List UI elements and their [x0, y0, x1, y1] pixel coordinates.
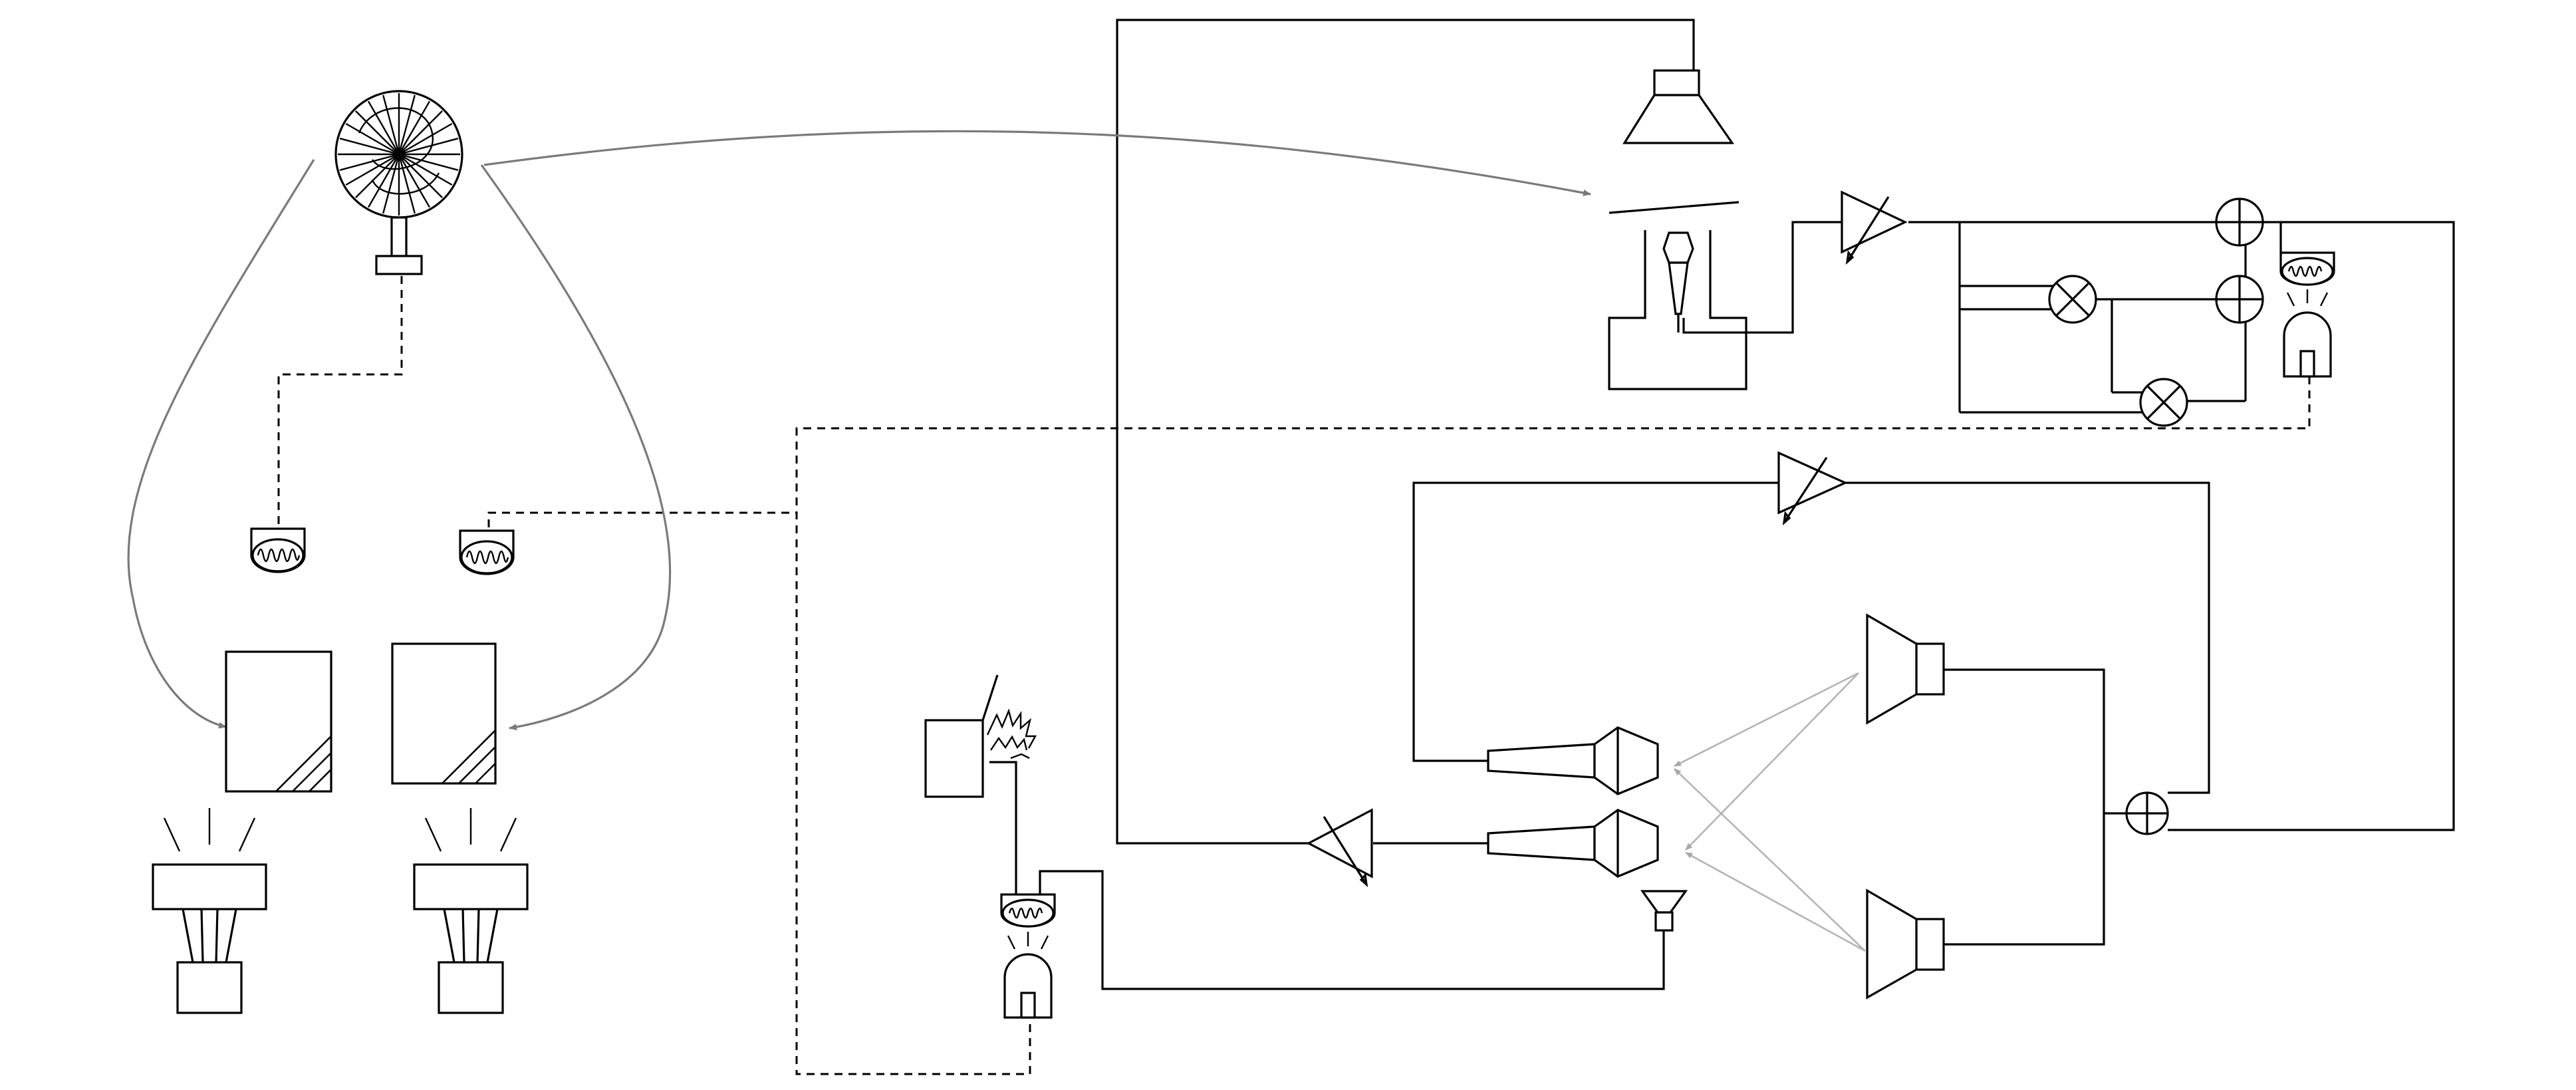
- fan-blades: [338, 93, 460, 215]
- multiplier-icon: [2048, 275, 2097, 324]
- fan-blade: [398, 154, 431, 208]
- fan-blade: [367, 100, 400, 155]
- fan-blade: [355, 110, 400, 155]
- lamp-right: [413, 808, 529, 1014]
- speaker-lower: [1866, 888, 1945, 1000]
- fan-blade: [382, 154, 400, 214]
- dash-sensor-to-network: [487, 511, 797, 527]
- panel-right: [391, 642, 497, 785]
- floodlight-icon: [152, 808, 267, 1014]
- horn-microphone-icon: [1487, 726, 1659, 795]
- buzzer-icon: [1640, 890, 1688, 932]
- wire-amp-to-ceiling-speaker: [1116, 19, 1695, 845]
- wire-spark-to-beacon: [989, 761, 1017, 894]
- mixer-network: [1958, 200, 2247, 414]
- horn-mic-lower: [1487, 809, 1659, 878]
- fan-blade: [398, 154, 416, 214]
- fan-blade: [339, 153, 400, 171]
- summing-junction-icon: [2125, 791, 2169, 835]
- wire-summer-to-right-rail: [2168, 221, 2455, 831]
- horn-mic-upper: [1487, 726, 1659, 795]
- beacon-bottom: [1000, 893, 1056, 1019]
- warning-beacon-icon: [2279, 251, 2335, 378]
- fan-blade: [398, 122, 453, 156]
- variable-amplifier-icon: [1777, 451, 1848, 526]
- wire-beacon-to-buzzer: [1039, 870, 1665, 990]
- booth-lid: [1609, 201, 1739, 214]
- beacon-top: [2279, 251, 2335, 378]
- panel-left: [225, 650, 332, 793]
- arrow-fan-to-right-panel: [480, 164, 672, 731]
- fan-blade: [355, 154, 400, 198]
- loudspeaker-icon: [1866, 613, 1945, 725]
- control-lines: [277, 276, 2311, 1075]
- arrow-fan-to-booth: [483, 130, 1591, 196]
- amp-middle: [1777, 451, 1848, 526]
- fan-blade: [398, 100, 431, 155]
- fan-blade: [345, 153, 400, 186]
- buzzer: [1640, 890, 1688, 932]
- summing-nodes: [2048, 198, 2264, 835]
- arrow-fan-to-left-panel: [127, 159, 315, 729]
- horn-microphone-icon: [1487, 809, 1659, 878]
- sensor-right: [459, 529, 515, 575]
- dash-network-loop: [795, 376, 2311, 1075]
- spark-gap-icon: [924, 674, 1037, 798]
- fan-blade: [398, 153, 453, 186]
- spark-source: [924, 674, 1037, 798]
- fan-blade: [367, 154, 400, 208]
- wire-booth-to-preamp: [1682, 221, 1846, 334]
- wire-middle-amp-loop: [1412, 481, 1780, 762]
- fan-blade: [345, 122, 400, 156]
- lamp-left: [152, 808, 267, 1014]
- warning-beacon-icon: [1000, 893, 1056, 1019]
- wire-speakers-to-summer: [1944, 668, 2105, 946]
- multiplier-icon: [2139, 378, 2188, 427]
- booth-microphone: [1608, 201, 1747, 390]
- summing-junction-icon: [2215, 198, 2264, 247]
- fan-blade: [382, 94, 400, 155]
- booth-walls: [1608, 230, 1747, 390]
- fan-blade: [398, 154, 443, 198]
- summing-junction-icon: [2215, 275, 2264, 324]
- wire-middle-amp-to-summer: [1846, 481, 2210, 794]
- glass-panel-icon: [225, 650, 332, 793]
- radiator-sensor-icon: [459, 529, 515, 575]
- fan-blade: [398, 138, 459, 156]
- variable-amplifier-icon: [1841, 190, 1908, 265]
- loudspeaker-icon: [1866, 888, 1945, 1000]
- speaker-upper: [1866, 613, 1945, 725]
- dash-fan-to-sensor: [277, 276, 403, 529]
- radiator-sensor-icon: [250, 527, 306, 573]
- ceiling-speaker: [1622, 69, 1735, 144]
- glass-panel-icon: [391, 642, 497, 785]
- amp-lower: [1306, 808, 1373, 888]
- variable-amplifier-icon: [1306, 808, 1373, 888]
- preamp-top: [1841, 190, 1908, 265]
- fan-blade: [339, 138, 400, 156]
- wires: [989, 19, 2455, 990]
- airflow-arrows: [127, 130, 1591, 731]
- sound-rays: [1674, 672, 1866, 952]
- floodlight-icon: [413, 808, 529, 1014]
- fan-blade: [398, 153, 459, 171]
- sensor-left: [250, 527, 306, 573]
- loudspeaker-icon: [1622, 69, 1735, 144]
- microphone-icon: [1662, 231, 1694, 333]
- fan-icon: [334, 90, 463, 275]
- fan-blade: [398, 110, 443, 155]
- fan-blade: [398, 94, 416, 155]
